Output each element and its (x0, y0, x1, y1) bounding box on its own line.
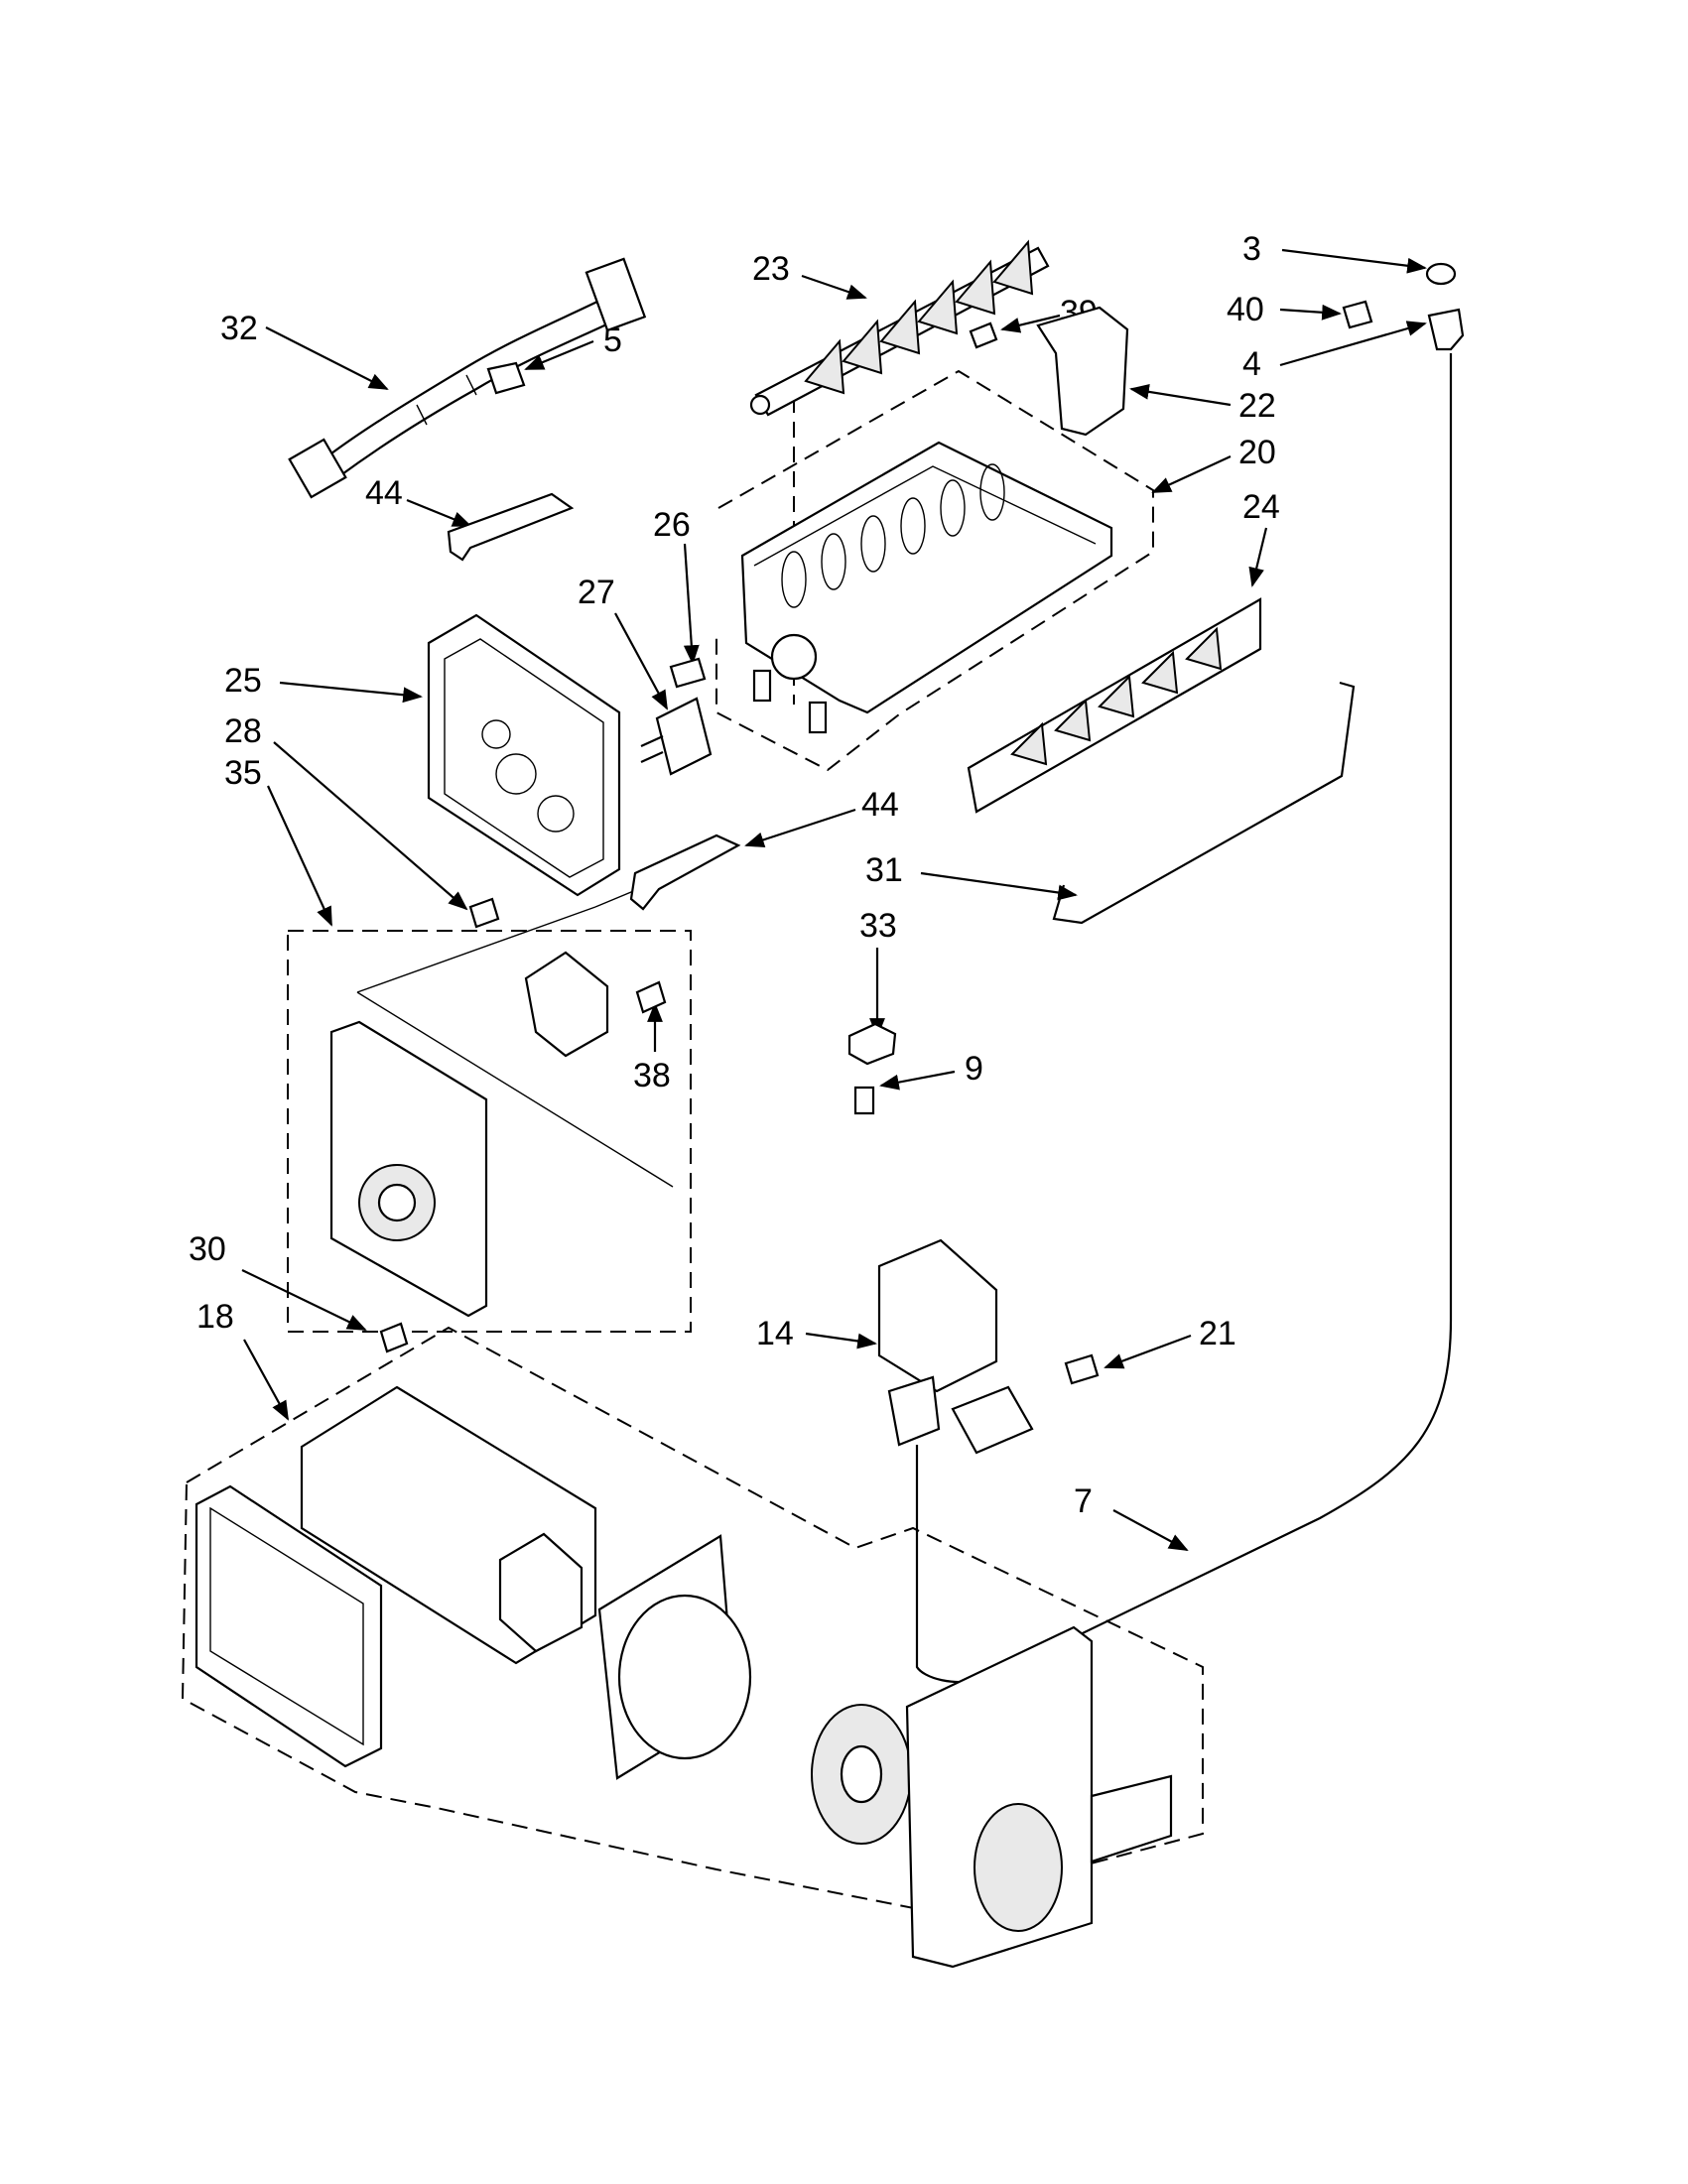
label-30[interactable]: 30 (189, 1230, 226, 1268)
screw-9[interactable] (853, 1086, 875, 1115)
label-35[interactable]: 35 (224, 754, 262, 792)
ice-mold-20[interactable] (740, 441, 1113, 734)
leader-22 (1129, 383, 1232, 407)
screw-30[interactable] (379, 1322, 409, 1353)
leader-4 (1279, 321, 1427, 367)
stripper-24[interactable] (967, 597, 1262, 814)
leader-5 (524, 339, 594, 371)
clip-26[interactable] (669, 657, 707, 689)
leader-20 (1151, 455, 1232, 493)
leader-25 (279, 681, 423, 704)
leader-32 (265, 326, 389, 390)
assembly-outlines (181, 369, 1204, 1911)
label-26[interactable]: 26 (653, 506, 691, 544)
label-32[interactable]: 32 (220, 310, 258, 347)
screw-40[interactable] (1342, 300, 1373, 329)
bracket-44-mid[interactable] (629, 834, 741, 911)
part-labels: 3 40 4 23 39 22 20 24 32 5 44 26 27 25 2… (189, 230, 1280, 1520)
leader-14 (805, 1332, 877, 1349)
leader-21 (1104, 1334, 1192, 1369)
wire-harness-32[interactable] (288, 257, 647, 499)
nut-4[interactable] (1427, 308, 1465, 351)
module-head-25[interactable] (427, 613, 621, 897)
motor-27[interactable] (640, 697, 713, 776)
water-tube-7[interactable] (915, 353, 1453, 1684)
screw-39[interactable] (969, 321, 998, 349)
label-23[interactable]: 23 (752, 250, 790, 288)
label-22[interactable]: 22 (1238, 387, 1276, 425)
label-21[interactable]: 21 (1199, 1315, 1236, 1352)
label-20[interactable]: 20 (1238, 434, 1276, 471)
clip-5[interactable] (486, 361, 526, 395)
label-7[interactable]: 7 (1074, 1482, 1093, 1520)
leader-39 (1000, 314, 1061, 333)
leader-18 (243, 1339, 289, 1421)
label-33[interactable]: 33 (859, 907, 897, 945)
label-9[interactable]: 9 (965, 1050, 983, 1088)
leader-30 (241, 1269, 367, 1331)
leader-44-top (406, 498, 472, 528)
screw-38[interactable] (635, 980, 667, 1014)
guide-2 (356, 991, 674, 1188)
fill-cup-22[interactable] (1036, 306, 1129, 437)
label-25[interactable]: 25 (224, 662, 262, 700)
label-44-top[interactable]: 44 (365, 474, 403, 512)
leader-28 (273, 741, 468, 911)
label-31[interactable]: 31 (865, 851, 903, 889)
ejector-23[interactable] (749, 239, 1050, 417)
leader-27 (614, 612, 668, 710)
guide-1 (356, 906, 596, 993)
leader-35 (266, 785, 333, 927)
leader-44-mid (744, 808, 856, 847)
screw-21[interactable] (1064, 1353, 1100, 1385)
leader-7 (1112, 1509, 1189, 1551)
leader-9 (879, 1070, 956, 1091)
label-44-mid[interactable]: 44 (861, 786, 899, 824)
bracket-33[interactable] (847, 1022, 897, 1066)
module-35[interactable] (329, 951, 609, 1318)
shutoff-arm-31[interactable] (1052, 681, 1356, 925)
water-valve-14[interactable] (877, 1238, 1034, 1482)
label-28[interactable]: 28 (224, 712, 262, 750)
leader-24 (1248, 527, 1268, 587)
leader-23 (801, 274, 867, 300)
leader-40 (1279, 304, 1342, 321)
label-14[interactable]: 14 (756, 1315, 794, 1352)
leader-31 (920, 871, 1078, 901)
label-18[interactable]: 18 (196, 1298, 234, 1336)
outline-housing-18 (181, 1326, 1204, 1911)
leader-3 (1281, 248, 1427, 274)
outline-module-35 (287, 930, 692, 1333)
leader-26 (683, 543, 700, 665)
screw-28[interactable] (468, 897, 500, 929)
label-24[interactable]: 24 (1242, 488, 1280, 526)
bracket-44-top[interactable] (447, 492, 575, 562)
label-38[interactable]: 38 (633, 1057, 671, 1094)
housing-18-contents[interactable] (195, 1385, 1173, 1969)
leader-lines (241, 248, 1427, 1551)
label-27[interactable]: 27 (578, 574, 615, 611)
label-40[interactable]: 40 (1227, 291, 1264, 328)
label-4[interactable]: 4 (1242, 345, 1261, 383)
clamp-3[interactable] (1425, 262, 1457, 286)
label-3[interactable]: 3 (1242, 230, 1261, 268)
